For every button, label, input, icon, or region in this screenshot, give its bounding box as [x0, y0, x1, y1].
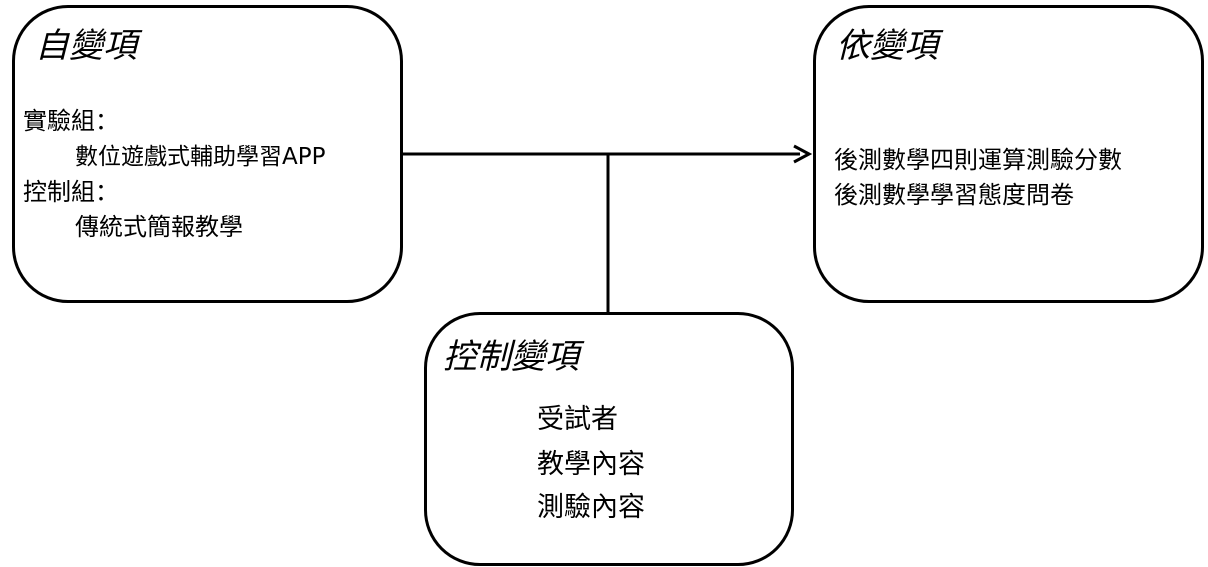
independent-variable-title: 自變項 — [35, 26, 137, 66]
control-variable-item: 測驗內容 — [537, 492, 645, 523]
experimental-group-label: 實驗組： — [23, 107, 119, 135]
control-group-treatment: 傳統式簡報教學 — [75, 213, 243, 241]
dependent-variable-item: 後測數學四則運算測驗分數 — [834, 146, 1122, 174]
independent-variable-box: 自變項 實驗組： 數位遊戲式輔助學習APP 控制組： 傳統式簡報教學 — [12, 5, 403, 303]
control-variable-item: 受試者 — [537, 404, 618, 435]
control-group-label: 控制組： — [23, 178, 119, 206]
control-variable-box: 控制變項 受試者 教學內容 測驗內容 — [424, 312, 794, 566]
dependent-variable-title: 依變項 — [836, 26, 938, 66]
control-variable-item: 教學內容 — [537, 449, 645, 480]
arrowhead — [793, 144, 813, 164]
dependent-variable-box: 依變項 後測數學四則運算測驗分數 後測數學學習態度問卷 — [813, 5, 1204, 303]
dependent-variable-item: 後測數學學習態度問卷 — [834, 181, 1074, 209]
control-variable-title: 控制變項 — [443, 337, 579, 377]
experimental-group-treatment: 數位遊戲式輔助學習APP — [75, 144, 326, 170]
